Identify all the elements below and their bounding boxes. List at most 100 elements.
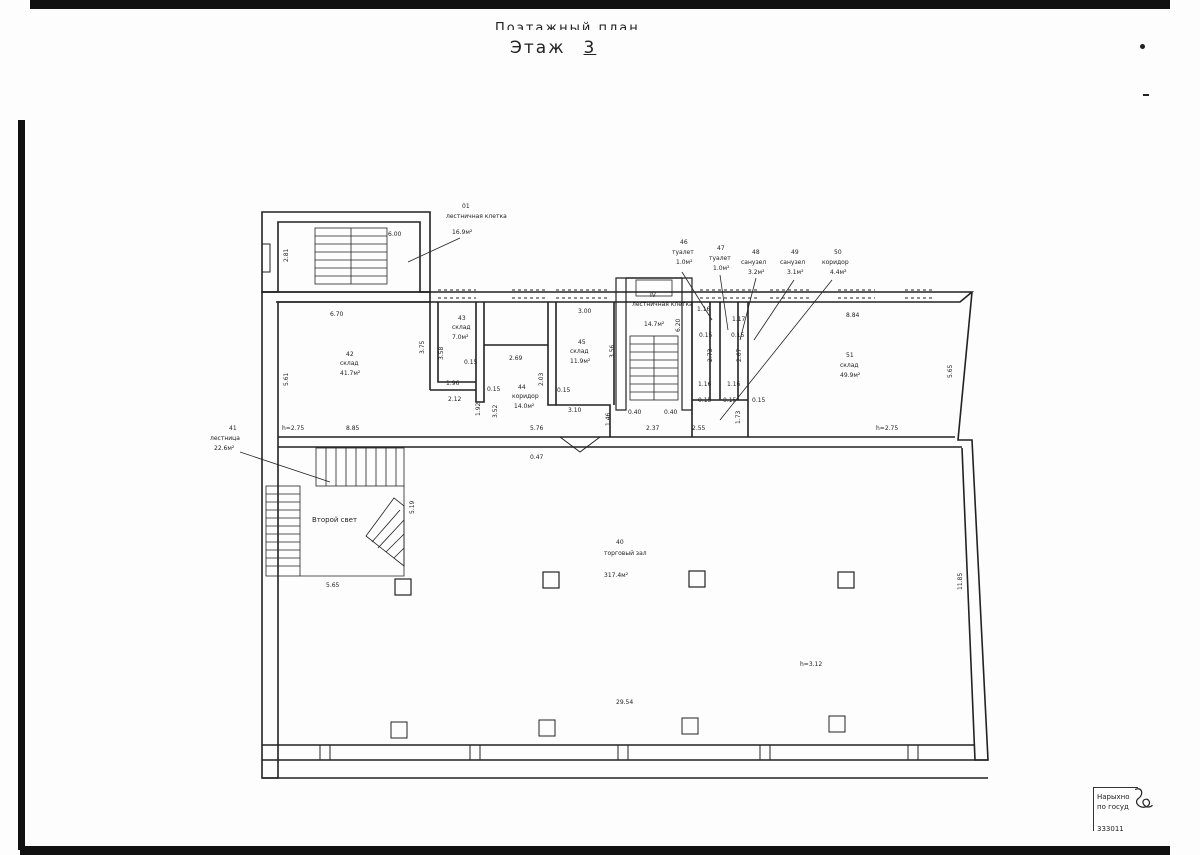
dim-576: 5.76 xyxy=(530,425,544,432)
dim-015h: 0.15 xyxy=(752,397,766,404)
door-swing xyxy=(559,436,601,453)
room-40-id: 40 xyxy=(616,539,624,546)
dim-358: 3.58 xyxy=(438,346,445,360)
columns xyxy=(394,570,855,596)
bottom-windows xyxy=(319,715,919,760)
room-43-id: 43 xyxy=(458,315,466,322)
scan-speck xyxy=(1143,94,1149,96)
dim-203: 2.03 xyxy=(538,372,545,386)
dim-116a: 1.16 xyxy=(697,306,711,313)
dim-600: 6.00 xyxy=(388,231,402,238)
dim-300: 3.00 xyxy=(578,308,592,315)
room-41-area: 22.6м² xyxy=(214,445,235,452)
dim-310: 3.10 xyxy=(568,407,582,414)
dim-2954: 29.54 xyxy=(616,699,633,706)
dim-117: 1.17 xyxy=(732,316,746,323)
dim-196: 1.96 xyxy=(446,380,460,387)
dim-015e: 0.15 xyxy=(731,332,745,339)
walls xyxy=(261,211,989,779)
windows xyxy=(438,289,935,299)
room-48-name: санузел xyxy=(741,259,766,266)
dim-620: 6.20 xyxy=(675,318,682,332)
room-46-id: 46 xyxy=(680,239,688,246)
room-iv-area: 14.7м² xyxy=(644,321,665,328)
room-47-name: туалет xyxy=(709,255,731,262)
second-light-label: Второй свет xyxy=(312,516,357,524)
signature-mark xyxy=(1134,788,1153,808)
dim-116c: 1.16 xyxy=(727,381,741,388)
room-47-area: 1.0м² xyxy=(713,265,730,272)
room-01-id: 01 xyxy=(462,203,470,210)
room-43-name: склад xyxy=(452,324,471,331)
height-left: h=2.75 xyxy=(282,425,304,432)
scan-edge-bottom xyxy=(20,846,1170,855)
room-40-name: торговый зал xyxy=(604,550,647,557)
room-iv-name: лестничная клетка xyxy=(632,301,693,308)
dim-267: 2.67 xyxy=(736,348,743,362)
dim-561: 5.61 xyxy=(283,372,290,386)
room-iv-id: IV xyxy=(650,292,657,299)
room-49-id: 49 xyxy=(791,249,799,256)
dim-884: 8.84 xyxy=(846,312,860,319)
room-42-id: 42 xyxy=(346,351,354,358)
dim-040b: 0.40 xyxy=(664,409,678,416)
dim-015c: 0.15 xyxy=(557,387,571,394)
room-45-area: 11.9м² xyxy=(570,358,591,365)
dim-273: 2.73 xyxy=(707,348,714,362)
scan-edge-top xyxy=(30,0,1170,9)
dim-269: 2.69 xyxy=(509,355,523,362)
room-50-area: 4.4м² xyxy=(830,269,847,276)
dim-352: 3.52 xyxy=(492,404,499,418)
dimension-labels: 6.00 2.81 6.70 5.61 8.85 3.75 3.58 0.15 … xyxy=(283,231,964,706)
plan-title: Поэтажный план xyxy=(495,21,640,30)
dim-885: 8.85 xyxy=(346,425,360,432)
dim-015a: 0.15 xyxy=(464,359,478,366)
stair-iv xyxy=(629,279,679,401)
registration-stamp: Нарыхно по госуд 333011 xyxy=(1093,787,1138,833)
room-41-name: лестница xyxy=(210,435,240,442)
floor-label: Этаж xyxy=(510,38,566,58)
dim-015g: 0.15 xyxy=(723,397,737,404)
dim-519: 5.19 xyxy=(409,500,416,514)
room-labels: 01 лестничная клетка 16.9м² 41 лестница … xyxy=(210,203,898,668)
room-46-area: 1.0м² xyxy=(676,259,693,266)
leader-lines xyxy=(239,237,833,483)
room-48-id: 48 xyxy=(752,249,760,256)
dim-565b: 5.65 xyxy=(326,582,340,589)
stamp-line-3: 333011 xyxy=(1097,825,1124,833)
room-50-name: коридор xyxy=(822,259,849,266)
dim-146: 1.46 xyxy=(605,412,612,426)
dim-565a: 5.65 xyxy=(947,364,954,378)
room-40-area: 317.4м² xyxy=(604,572,629,579)
dim-237: 2.37 xyxy=(646,425,660,432)
room-42-area: 41.7м² xyxy=(340,370,361,377)
room-44-area: 14.0м² xyxy=(514,403,535,410)
room-46-name: туалет xyxy=(672,249,694,256)
room-43-area: 7.0м² xyxy=(452,334,469,341)
dim-173: 1.73 xyxy=(735,410,742,424)
dim-015d: 0.15 xyxy=(699,332,713,339)
room-44-id: 44 xyxy=(518,384,526,391)
dim-255: 2.55 xyxy=(692,425,706,432)
room-49-name: санузел xyxy=(780,259,805,266)
room-45-id: 45 xyxy=(578,339,586,346)
dim-281: 2.81 xyxy=(283,248,290,262)
dim-356: 3.56 xyxy=(609,344,616,358)
height-right: h=2.75 xyxy=(876,425,898,432)
dim-047: 0.47 xyxy=(530,454,544,461)
dim-1185: 11.85 xyxy=(957,573,964,590)
room-01-area: 16.9м² xyxy=(452,229,473,236)
room-47-id: 47 xyxy=(717,245,725,252)
stamp-line-2: по госуд xyxy=(1097,803,1129,811)
room-45-name: склад xyxy=(570,348,589,355)
scan-edge-left xyxy=(18,120,25,850)
dim-212: 2.12 xyxy=(448,396,462,403)
room-51-id: 51 xyxy=(846,352,854,359)
dim-040a: 0.40 xyxy=(628,409,642,416)
stamp-line-1: Нарыхно xyxy=(1097,793,1130,801)
dim-015f: 0.15 xyxy=(698,397,712,404)
room-48-area: 3.2м² xyxy=(748,269,765,276)
dim-375: 3.75 xyxy=(419,340,426,354)
